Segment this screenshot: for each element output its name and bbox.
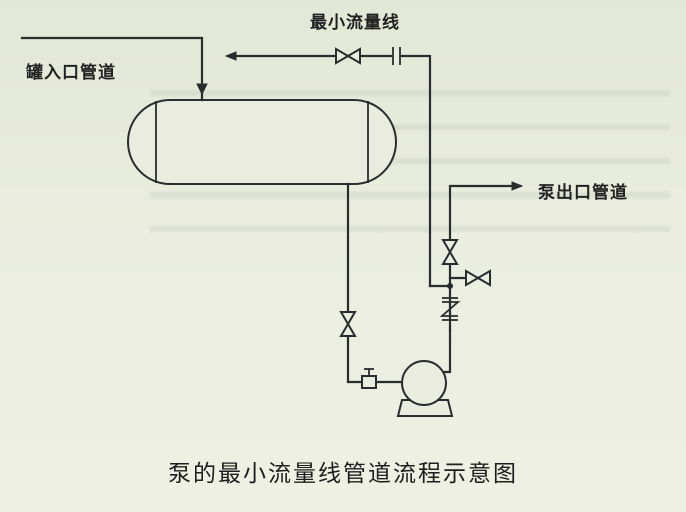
strainer-icon (361, 368, 377, 389)
tank-inlet-pipe (20, 36, 204, 102)
pump-suction-pipe (346, 182, 406, 384)
min-flow-line-label: 最小流量线 (310, 13, 400, 33)
discharge-valve-icon (441, 239, 459, 265)
min-flow-valve-icon (335, 47, 361, 65)
inlet-flow-arrow-icon (196, 83, 208, 96)
outlet-flow-arrow-icon (511, 181, 524, 191)
min-flow-arrow-icon (224, 51, 237, 61)
pump-discharge-pipe (448, 184, 522, 332)
horizontal-tank (127, 99, 397, 185)
min-flow-line-pipe (228, 54, 432, 288)
suction-valve-icon (339, 311, 357, 337)
diagram-caption: 泵的最小流量线管道流程示意图 (168, 461, 518, 487)
tank-inlet-label: 罐入口管道 (26, 63, 116, 83)
check-valve-icon (439, 297, 461, 321)
centrifugal-pump-icon (396, 328, 454, 417)
branch-valve-icon (465, 269, 491, 287)
pump-outlet-label: 泵出口管道 (538, 183, 628, 203)
orifice-plate-icon (392, 47, 401, 65)
